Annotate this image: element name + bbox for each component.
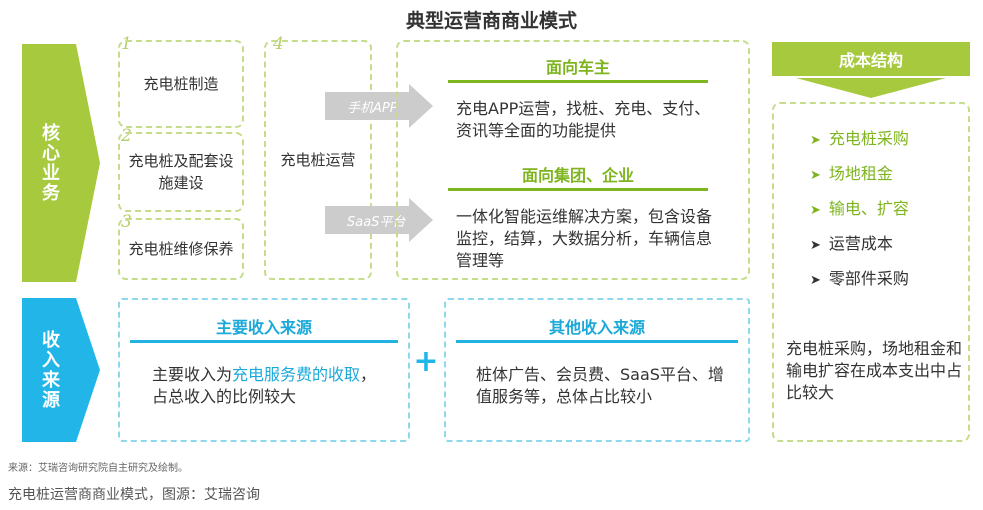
- cost-down-arrow: [796, 78, 946, 98]
- cost-item-text: 充电桩采购: [828, 129, 909, 148]
- chevron-right-icon: ➤: [810, 168, 821, 183]
- cost-item: ➤ 充电桩采购: [810, 128, 909, 152]
- cost-item-text: 输电、扩容: [828, 199, 909, 218]
- item-number-3: 3: [121, 212, 132, 232]
- cost-item-text: 零部件采购: [828, 269, 909, 288]
- main-revenue-desc: 主要收入为充电服务费的收取，占总收入的比例较大: [152, 364, 382, 408]
- saas-channel-label: SaaS平台: [347, 214, 406, 230]
- main-revenue-rule: [130, 340, 398, 343]
- revenue-label: 收入来源: [22, 298, 76, 442]
- cost-item-text: 运营成本: [828, 234, 893, 253]
- owner-rule: [448, 80, 708, 83]
- enterprise-desc: 一体化智能运维解决方案，包含设备监控，结算，大数据分析，车辆信息管理等: [456, 207, 713, 270]
- enterprise-heading: 面向集团、企业: [521, 166, 634, 185]
- cost-heading-banner: 成本结构: [772, 42, 970, 76]
- core-box-manufacture: 充电桩制造: [118, 40, 244, 128]
- other-revenue-rule: [456, 340, 738, 343]
- other-revenue-heading: 其他收入来源: [548, 318, 645, 337]
- core-box-manufacture-text: 充电桩制造: [143, 75, 219, 93]
- cost-item: ➤ 运营成本: [810, 233, 909, 257]
- figure-caption: 充电桩运营商商业模式，图源：艾瑞咨询: [8, 487, 260, 503]
- main-revenue-prefix: 主要收入为: [152, 365, 233, 384]
- revenue-text: 收入来源: [39, 330, 60, 410]
- core-box-construction-text: 充电桩及配套设施建设: [128, 152, 234, 192]
- cost-summary: 充电桩采购，场地租金和输电扩容在成本支出中占比较大: [786, 339, 963, 402]
- saas-channel-arrow: [325, 198, 433, 242]
- core-business-label: 核心业务: [22, 44, 76, 282]
- app-channel-arrow: [325, 84, 433, 128]
- chevron-right-icon: ➤: [810, 238, 821, 253]
- chevron-right-icon: ➤: [810, 273, 821, 288]
- revenue-arrow-tip: [76, 298, 100, 442]
- core-box-maintenance: 充电桩维修保养: [118, 218, 244, 280]
- core-box-operation-text: 充电桩运营: [280, 151, 356, 169]
- main-revenue-suffix: ，占总收入的比例较大: [152, 365, 377, 406]
- source-note: 来源：艾瑞咨询研究院自主研究及绘制。: [8, 463, 188, 474]
- item-number-1: 1: [121, 34, 132, 54]
- channel-detail-box: [396, 40, 750, 280]
- core-box-operation: 充电桩运营: [264, 40, 372, 280]
- core-business-text: 核心业务: [39, 123, 60, 203]
- chevron-right-icon: ➤: [810, 203, 821, 218]
- core-box-maintenance-text: 充电桩维修保养: [128, 240, 234, 258]
- cost-box: [772, 102, 970, 442]
- cost-item-text: 场地租金: [828, 164, 893, 183]
- item-number-2: 2: [121, 126, 132, 146]
- plus-sign: +: [413, 344, 439, 379]
- other-revenue-box: [444, 298, 750, 442]
- item-number-4: 4: [273, 34, 284, 54]
- cost-item-list: ➤ 充电桩采购 ➤ 场地租金 ➤ 输电、扩容 ➤ 运营成本 ➤ 零部件采购: [810, 128, 909, 292]
- other-revenue-desc: 桩体广告、会员费、SaaS平台、增值服务等，总体占比较小: [476, 365, 724, 406]
- cost-item: ➤ 零部件采购: [810, 268, 909, 292]
- chevron-right-icon: ➤: [810, 133, 821, 148]
- app-channel-label: 手机APP: [347, 100, 398, 116]
- core-box-construction: 充电桩及配套设施建设: [118, 132, 244, 212]
- cost-heading-text: 成本结构: [838, 51, 903, 70]
- enterprise-rule: [448, 188, 708, 191]
- diagram-title: 典型运营商商业模式: [405, 10, 577, 32]
- core-arrow-tip: [76, 44, 100, 282]
- main-revenue-heading: 主要收入来源: [215, 318, 312, 337]
- cost-item: ➤ 场地租金: [810, 163, 909, 187]
- owner-desc: 充电APP运营，找桩、充电、支付、资讯等全面的功能提供: [456, 99, 711, 140]
- main-revenue-box: [118, 298, 410, 442]
- main-revenue-highlight: 充电服务费的收取: [232, 365, 361, 384]
- cost-item: ➤ 输电、扩容: [810, 198, 909, 222]
- owner-heading: 面向车主: [545, 58, 610, 77]
